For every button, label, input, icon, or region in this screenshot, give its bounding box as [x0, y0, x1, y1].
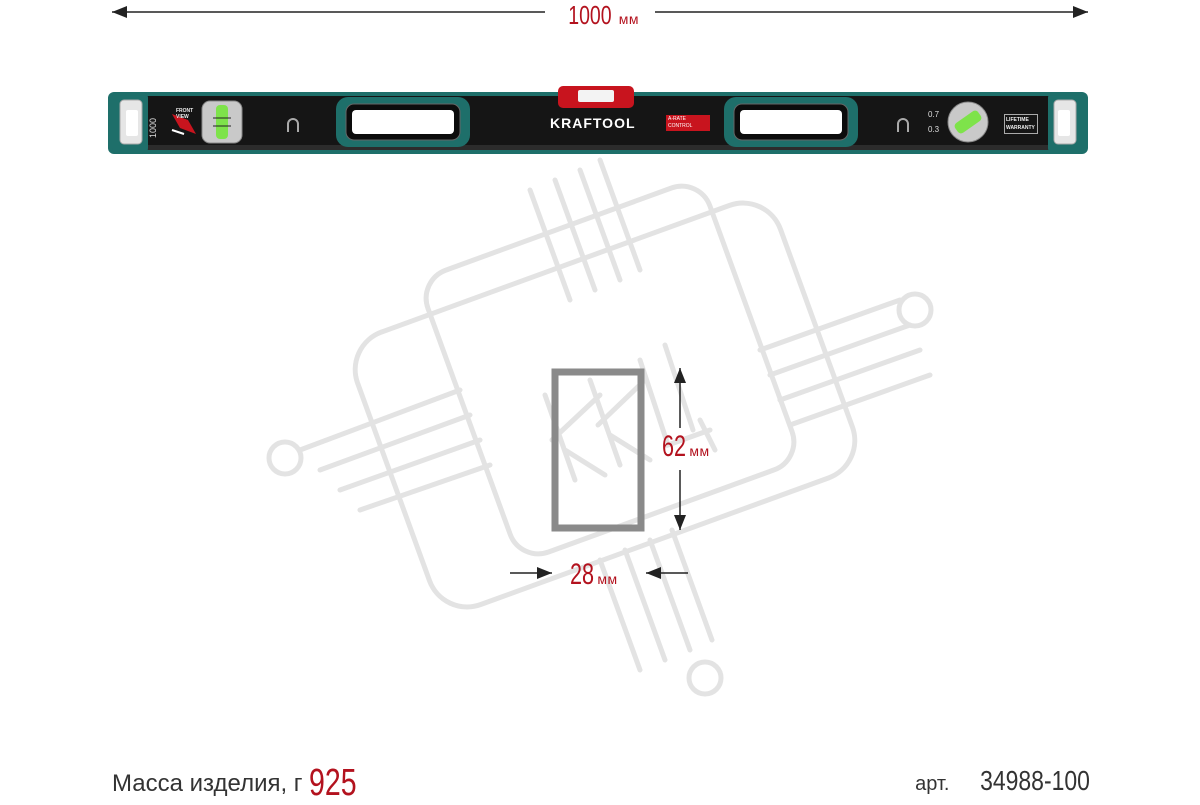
accuracy-bottom: 0.3 [928, 125, 940, 134]
mass-label: Масса изделия, г [112, 770, 303, 797]
profile-rectangle [551, 368, 645, 532]
brand-logo: KRAFTOOL [550, 115, 636, 131]
angled-vial [947, 101, 989, 143]
length-dimension-line [112, 6, 1088, 18]
front-view-icon [172, 114, 196, 134]
mass-value: 925 [309, 762, 357, 804]
vertical-vial [201, 100, 243, 144]
spirit-level-illustration [108, 86, 1088, 154]
article-info: арт. 34988-100 [915, 765, 1090, 797]
width-value: 28 [570, 558, 595, 591]
warranty-label: LIFETIME WARRANTY [1004, 114, 1038, 134]
height-value: 62 [662, 430, 687, 463]
length-label: 1000 мм [550, 0, 650, 30]
arate-label: A-RATE CONTROL [666, 115, 710, 131]
length-unit: мм [618, 11, 640, 27]
width-unit: мм [597, 571, 618, 587]
accuracy-top: 0.7 [928, 110, 940, 119]
front-view-label: FRONT VIEW [176, 108, 194, 120]
mass-info: Масса изделия, г 925 [112, 762, 373, 805]
height-unit: мм [689, 443, 710, 459]
magnet-icon [897, 118, 909, 132]
article-label: арт. [915, 773, 950, 795]
article-number: 34988-100 [980, 765, 1090, 796]
magnet-icon [287, 118, 299, 132]
length-value: 1000 [568, 0, 612, 30]
